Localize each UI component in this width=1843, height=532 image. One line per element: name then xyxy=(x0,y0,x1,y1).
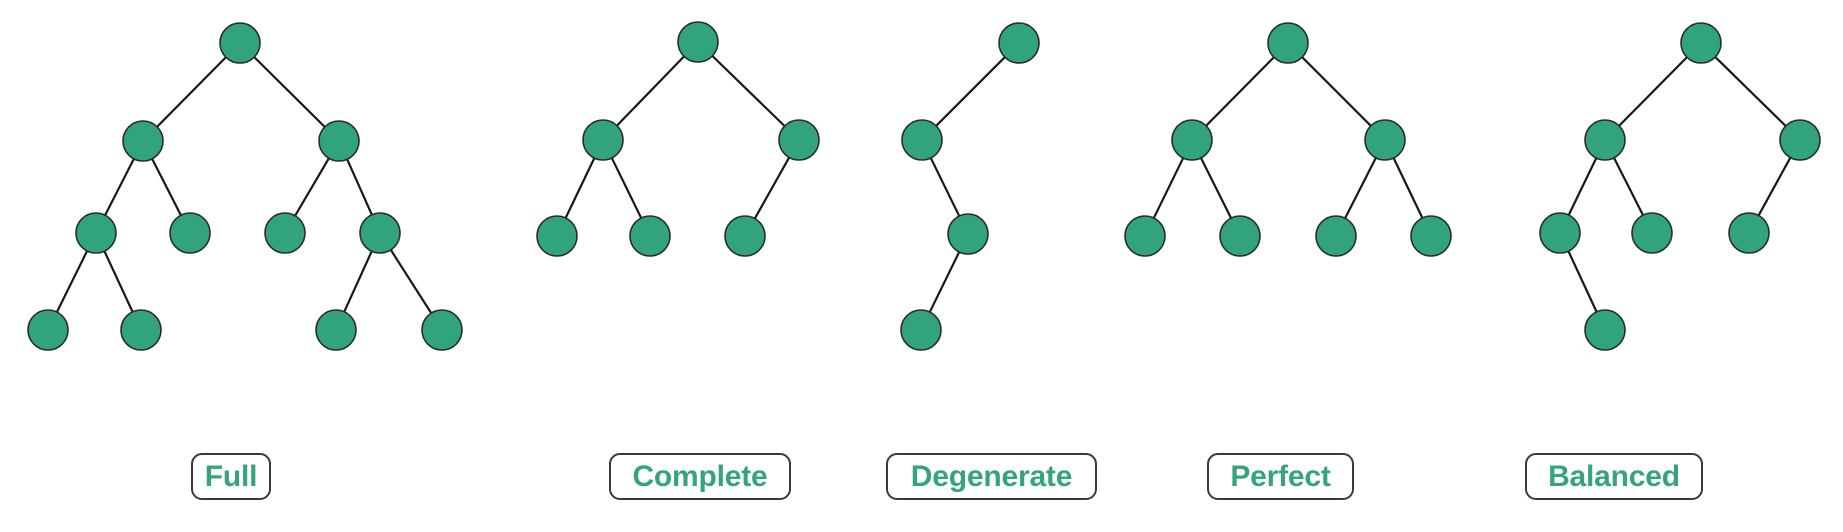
tree-label-text: Degenerate xyxy=(910,459,1073,493)
tree-label-perfect[interactable]: Perfect xyxy=(1207,453,1354,500)
tree-label-text: Complete xyxy=(632,459,768,493)
tree-edge xyxy=(1566,249,1599,314)
tree-node xyxy=(947,213,989,255)
tree-node xyxy=(421,309,463,351)
tree-edge xyxy=(103,156,136,218)
tree-root-node xyxy=(1267,22,1309,64)
tree-edge xyxy=(342,249,374,314)
tree-node xyxy=(264,212,306,254)
tree-node xyxy=(582,119,624,161)
tree-degenerate-nodes xyxy=(900,22,1040,351)
tree-edge xyxy=(155,55,228,129)
tree-label-balanced[interactable]: Balanced xyxy=(1525,453,1703,500)
tree-edges-layer xyxy=(55,54,1792,316)
tree-node xyxy=(359,212,401,254)
tree-edge xyxy=(345,157,374,217)
tree-node xyxy=(120,309,162,351)
tree-balanced-edges xyxy=(1566,55,1792,314)
tree-edge xyxy=(928,249,961,315)
tree-label-text: Balanced xyxy=(1548,459,1680,493)
tree-node xyxy=(724,215,766,257)
tree-edge xyxy=(1567,156,1598,217)
tree-root-node xyxy=(998,22,1040,64)
tree-node xyxy=(122,120,164,162)
tree-node xyxy=(315,309,357,351)
tree-node xyxy=(900,309,942,351)
tree-label-degenerate[interactable]: Degenerate xyxy=(886,453,1097,500)
tree-nodes-layer xyxy=(27,21,1821,351)
tree-node xyxy=(75,212,117,254)
tree-node xyxy=(1539,212,1581,254)
tree-perfect-nodes xyxy=(1124,22,1452,257)
tree-degenerate-edges xyxy=(928,55,1007,315)
tree-edge xyxy=(564,156,596,220)
tree-node xyxy=(1728,212,1770,254)
tree-label-full[interactable]: Full xyxy=(191,453,271,500)
tree-edge xyxy=(610,155,643,221)
tree-node xyxy=(778,119,820,161)
tree-complete-edges xyxy=(564,54,791,221)
tree-root-node xyxy=(219,22,261,64)
tree-node xyxy=(1124,215,1166,257)
tree-root-node xyxy=(677,21,719,63)
tree-node xyxy=(1364,119,1406,161)
tree-edge xyxy=(252,55,327,129)
tree-node xyxy=(1779,119,1821,161)
tree-node xyxy=(1219,215,1261,257)
tree-edge xyxy=(753,155,791,221)
tree-node xyxy=(1410,215,1452,257)
tree-node xyxy=(1584,119,1626,161)
tree-node xyxy=(536,215,578,257)
tree-node xyxy=(1584,309,1626,351)
tree-edge xyxy=(615,54,686,128)
tree-edge xyxy=(1204,55,1276,128)
tree-edge xyxy=(1343,155,1378,221)
tree-balanced-nodes xyxy=(1539,22,1821,351)
tree-edge xyxy=(1300,55,1373,128)
tree-edge xyxy=(1392,156,1424,220)
tree-edge xyxy=(150,156,183,218)
tree-node xyxy=(1631,212,1673,254)
tree-complete-nodes xyxy=(536,21,820,257)
tree-node xyxy=(27,309,69,351)
tree-edge xyxy=(710,54,787,128)
tree-node xyxy=(629,215,671,257)
tree-edge xyxy=(1617,55,1689,128)
tree-full-edges xyxy=(55,55,433,316)
tree-edge xyxy=(929,155,961,219)
tree-edge xyxy=(55,248,89,315)
tree-root-node xyxy=(1680,22,1722,64)
tree-label-text: Full xyxy=(204,459,258,493)
tree-edge xyxy=(1612,155,1645,218)
tree-label-complete[interactable]: Complete xyxy=(609,453,791,500)
tree-node xyxy=(901,119,943,161)
tree-edge xyxy=(293,156,331,218)
tree-perfect-edges xyxy=(1152,55,1424,221)
tree-edge xyxy=(934,55,1007,128)
tree-node xyxy=(1171,119,1213,161)
tree-edge xyxy=(102,249,135,314)
tree-label-text: Perfect xyxy=(1230,459,1331,493)
tree-node xyxy=(1315,215,1357,257)
tree-node xyxy=(318,120,360,162)
tree-edge xyxy=(1757,155,1792,218)
tree-full-nodes xyxy=(27,22,463,351)
tree-edge xyxy=(1713,55,1788,128)
tree-edge xyxy=(1199,155,1233,221)
tree-edge xyxy=(1152,155,1185,221)
tree-node xyxy=(169,212,211,254)
tree-edge xyxy=(389,247,433,316)
